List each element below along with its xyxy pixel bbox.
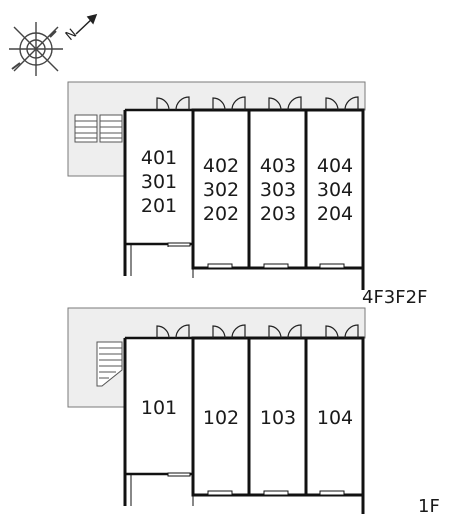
upper-doors [156,96,359,111]
lower-doors [156,324,359,339]
north-label: N [63,26,80,44]
lower-stairs [96,341,123,387]
unit-block-104 [304,336,365,514]
unit-label-101: 101 [140,397,178,419]
compass-rose-icon [9,22,63,76]
upper-plan [67,81,366,290]
unit-label-103: 103 [259,407,297,429]
unit-label-104: 104 [316,407,354,429]
floor-label-upper: 4F3F2F [362,287,428,308]
unit-block-401 [123,108,193,276]
unit-block-101 [123,336,193,506]
floor-label-lower: 1F [418,496,440,517]
north-arrow-icon [75,13,98,35]
unit-label-102: 102 [202,407,240,429]
unit-block-404 [304,108,365,290]
upper-stairs [74,114,123,143]
lower-plan [67,307,366,514]
